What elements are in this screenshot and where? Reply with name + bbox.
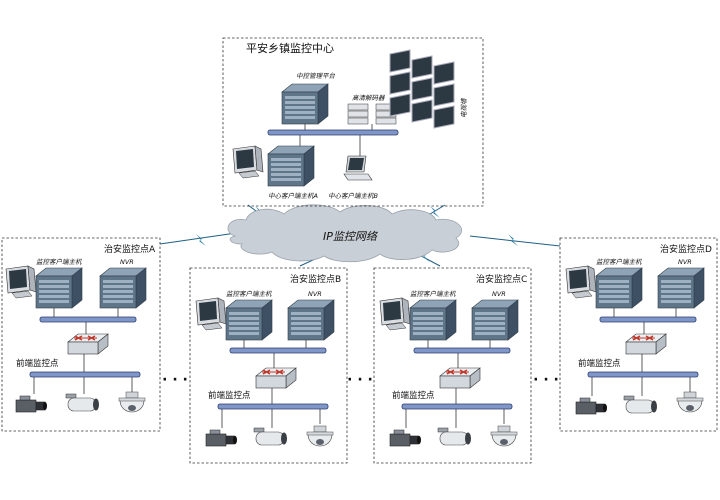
host-a-label: 中心客户端主机A — [268, 192, 318, 200]
more-sites-ellipsis: · · · — [162, 372, 188, 388]
monitor-icon — [232, 145, 264, 179]
box-camera-icon — [389, 429, 422, 447]
client-host-icon — [35, 267, 83, 309]
site-bus — [39, 316, 137, 323]
platform-label: 中控管理平台 — [296, 72, 336, 80]
laptop-icon — [343, 155, 373, 181]
nvr-icon — [471, 299, 519, 341]
site-nvr-label: NVR — [120, 258, 134, 266]
nvr-icon — [99, 267, 147, 309]
site-bus — [413, 347, 511, 354]
dome-camera-icon — [490, 425, 518, 447]
front-bus — [587, 371, 699, 378]
center-box — [222, 37, 484, 207]
site-box — [189, 267, 348, 464]
nvr-icon — [287, 299, 335, 341]
front-bus — [401, 403, 513, 410]
bullet-camera-icon — [253, 427, 288, 446]
bullet-camera-icon — [65, 393, 100, 412]
site-d: 治安监控点D 监控客户端主机 NVR 前端监控点 — [559, 237, 718, 432]
host-b-label: 中心客户端主机B — [328, 192, 379, 200]
switch-icon — [255, 367, 297, 389]
client-host-icon — [595, 267, 643, 309]
box-camera-icon — [575, 397, 608, 415]
more-sites-ellipsis: · · · — [533, 372, 559, 388]
center-bus — [267, 129, 399, 136]
client-host-icon — [409, 299, 457, 341]
tvwall-label: 电视墙 — [460, 97, 468, 118]
switch-icon — [625, 333, 667, 355]
site-c: 治安监控点C 监控客户端主机 NVR 前端监控点 — [373, 267, 532, 464]
site-a: 治安监控点A 监控客户端主机 NVR 前端监控点 — [1, 237, 161, 432]
switch-icon — [67, 333, 109, 355]
site-host-label: 监控客户端主机 — [410, 290, 456, 298]
site-bus — [229, 347, 327, 354]
front-label: 前端监控点 — [16, 358, 59, 369]
tv-wall-icon — [389, 49, 455, 129]
management-server-icon — [281, 83, 329, 125]
site-b: 治安监控点B 监控客户端主机 NVR 前端监控点 — [189, 267, 348, 464]
switch-icon — [439, 367, 481, 389]
site-box — [559, 237, 718, 432]
nvr-icon — [657, 267, 705, 309]
box-camera-icon — [15, 395, 48, 413]
front-bus — [29, 371, 141, 378]
dome-camera-icon — [118, 391, 146, 413]
site-nvr-label: NVR — [308, 290, 322, 298]
monitor-icon — [565, 265, 597, 299]
site-title: 治安监控点B — [290, 273, 341, 285]
front-label: 前端监控点 — [392, 390, 435, 401]
monitoring-center: 平安乡镇监控中心 中控管理平台 高清解码器 电视墙 — [222, 37, 484, 207]
site-nvr-label: NVR — [678, 258, 692, 266]
site-nvr-label: NVR — [492, 290, 506, 298]
front-label: 前端监控点 — [208, 390, 251, 401]
front-label: 前端监控点 — [578, 358, 621, 369]
more-sites-ellipsis: · · · — [347, 372, 373, 388]
decoder-label: 高清解码器 — [352, 94, 385, 102]
client-host-icon — [225, 299, 273, 341]
wireless-link-icon — [196, 234, 206, 246]
site-host-label: 监控客户端主机 — [36, 258, 82, 266]
site-bus — [599, 316, 697, 323]
site-host-label: 监控客户端主机 — [596, 258, 642, 266]
site-title: 治安监控点D — [660, 243, 712, 255]
dome-camera-icon — [676, 391, 704, 413]
client-host-a-icon — [267, 145, 315, 187]
site-title: 治安监控点A — [104, 243, 156, 255]
bullet-camera-icon — [623, 395, 658, 414]
network-label: IP监控网络 — [323, 230, 379, 243]
monitor-icon — [5, 265, 37, 299]
monitor-icon — [195, 297, 227, 331]
front-bus — [217, 403, 329, 410]
decoder-icon — [347, 103, 397, 125]
bullet-camera-icon — [437, 427, 472, 446]
site-host-label: 监控客户端主机 — [226, 290, 272, 298]
box-camera-icon — [205, 429, 238, 447]
dome-camera-icon — [306, 425, 334, 447]
monitor-icon — [379, 297, 411, 331]
ip-network-cloud: IP监控网络 — [227, 204, 462, 263]
site-box — [1, 237, 161, 432]
site-box — [373, 267, 532, 464]
site-title: 治安监控点C — [476, 273, 527, 285]
center-title: 平安乡镇监控中心 — [246, 41, 334, 55]
